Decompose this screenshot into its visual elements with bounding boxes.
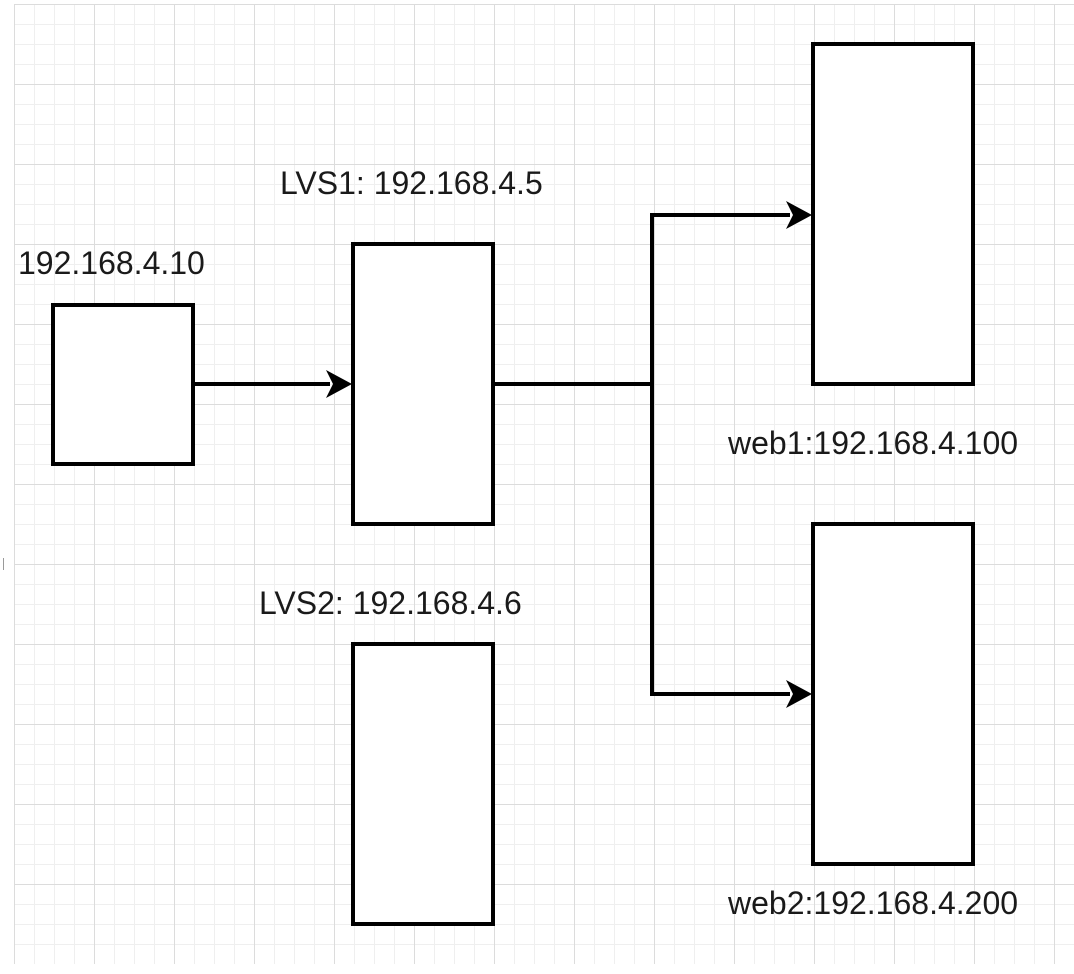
lvs1-label: LVS1: 192.168.4.5	[280, 165, 543, 201]
edge-lvs1-to-junction[interactable]	[493, 213, 654, 696]
canvas-edge-marker	[3, 558, 4, 570]
client-label: 192.168.4.10	[18, 245, 205, 281]
edge-client-to-lvs1[interactable]	[193, 370, 352, 398]
lvs2-label: LVS2: 192.168.4.6	[259, 585, 522, 621]
arrowhead-icon	[326, 370, 352, 398]
web2-label: web2:192.168.4.200	[728, 885, 1019, 921]
lvs2-node[interactable]	[351, 642, 495, 926]
client-node[interactable]	[51, 303, 195, 466]
web1-node[interactable]	[811, 42, 975, 386]
edge-lvs1-to-web1[interactable]	[650, 201, 812, 229]
arrowhead-icon	[786, 201, 812, 229]
arrowhead-icon	[786, 680, 812, 708]
edge-lvs1-to-web2[interactable]	[650, 680, 812, 708]
web1-label: web1:192.168.4.100	[728, 425, 1019, 461]
lvs1-node[interactable]	[351, 242, 495, 526]
web2-node[interactable]	[811, 522, 975, 866]
